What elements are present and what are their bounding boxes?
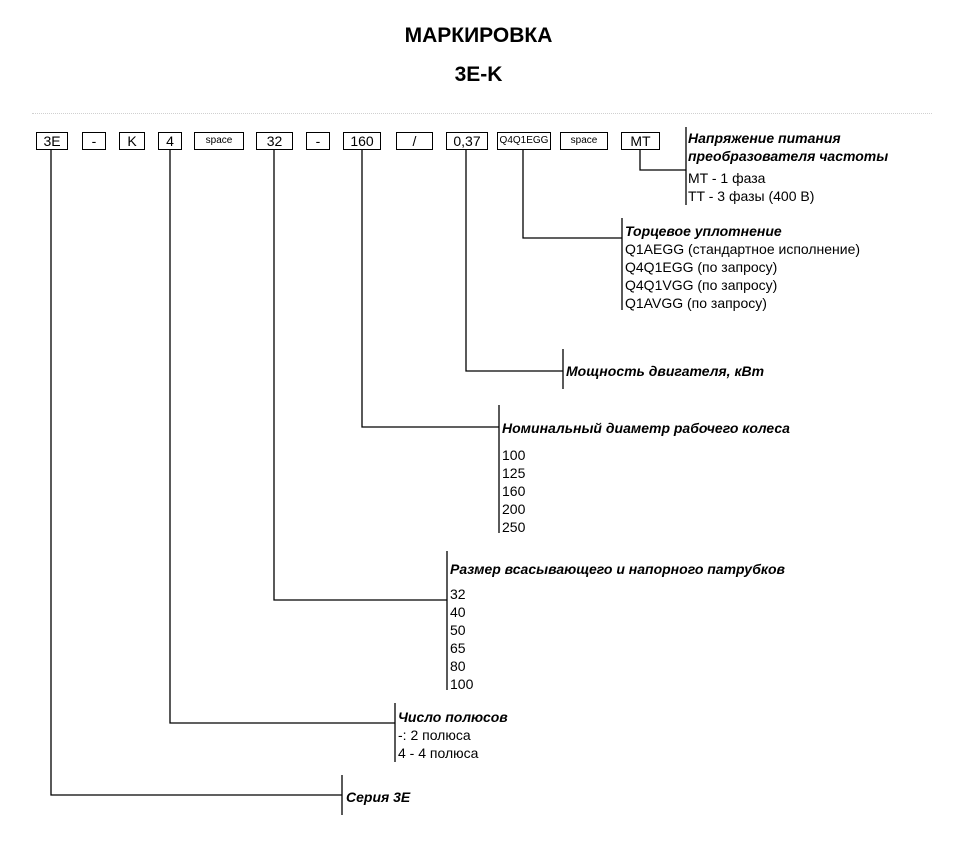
code-box-voltage: MT	[621, 132, 660, 150]
poles-title: Число полюсов	[398, 709, 508, 725]
impeller-option: 160	[502, 483, 526, 499]
dotted-divider	[32, 113, 932, 114]
seal-option: Q1AVGG (по запросу)	[625, 295, 767, 311]
series-title: Серия 3E	[346, 789, 411, 805]
nozzle-option: 32	[450, 586, 466, 602]
code-box-slash: /	[396, 132, 433, 150]
seal-option: Q4Q1VGG (по запросу)	[625, 277, 778, 293]
code-box-impeller: 160	[343, 132, 381, 150]
page-title: МАРКИРОВКА	[404, 24, 553, 47]
nozzle-option: 50	[450, 622, 466, 638]
code-box-poles: 4	[158, 132, 182, 150]
code-box-seal: Q4Q1EGG	[497, 132, 551, 150]
code-box-type: K	[119, 132, 145, 150]
code-box-power: 0,37	[446, 132, 488, 150]
voltage-option: TT - 3 фазы (400 В)	[688, 188, 815, 204]
seal-title: Торцевое уплотнение	[625, 223, 782, 239]
connector-impeller	[361, 150, 499, 428]
nozzle-title: Размер всасывающего и напорного патрубко…	[450, 561, 785, 577]
code-box-dash-1: -	[82, 132, 106, 150]
nozzle-option: 100	[450, 676, 474, 692]
impeller-option: 200	[502, 501, 526, 517]
voltage-option: MT - 1 фаза	[688, 170, 766, 186]
code-box-nozzle: 32	[256, 132, 293, 150]
connector-voltage	[639, 150, 686, 171]
poles-option: -: 2 полюса	[398, 727, 471, 743]
nozzle-option: 65	[450, 640, 466, 656]
connector-poles	[169, 150, 395, 724]
seal-option: Q1AEGG (стандартное исполнение)	[625, 241, 861, 257]
poles-option: 4 - 4 полюса	[398, 745, 479, 761]
impeller-title: Номинальный диаметр рабочего колеса	[502, 420, 790, 436]
code-box-space-2: space	[560, 132, 608, 150]
code-box-dash-2: -	[306, 132, 330, 150]
seal-option: Q4Q1EGG (по запросу)	[625, 259, 778, 275]
page-subtitle: 3E-K	[454, 63, 503, 86]
connector-nozzle	[273, 150, 447, 601]
power-title: Мощность двигателя, кВт	[566, 363, 765, 379]
impeller-option: 100	[502, 447, 526, 463]
code-box-space-1: space	[194, 132, 244, 150]
connector-seal	[522, 150, 622, 239]
voltage-title-line2: преобразователя частоты	[688, 148, 889, 164]
impeller-option: 125	[502, 465, 526, 481]
impeller-option: 250	[502, 519, 526, 535]
code-box-series: 3E	[36, 132, 68, 150]
nozzle-option: 80	[450, 658, 466, 674]
nozzle-option: 40	[450, 604, 466, 620]
connector-power	[465, 150, 563, 372]
voltage-title-line1: Напряжение питания	[688, 130, 841, 146]
connector-series	[50, 150, 342, 796]
